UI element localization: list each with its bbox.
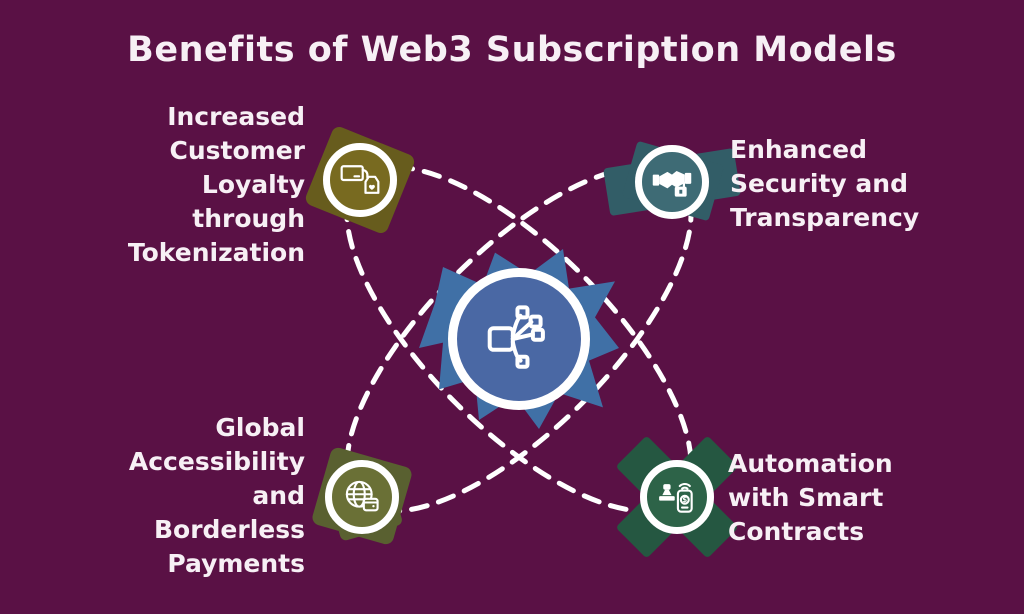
center-hub-circle [448, 268, 590, 410]
network-distribution-icon [487, 305, 545, 369]
page-title: Benefits of Web3 Subscription Models [127, 30, 897, 70]
stamp-smartphone-icon: $ [659, 483, 693, 513]
benefit-label-top-left: Increased Customer Loyalty through Token… [127, 102, 305, 267]
loyalty-card-tag-icon [340, 165, 380, 194]
benefit-circle-top-right [635, 145, 709, 219]
svg-text:$: $ [682, 496, 687, 504]
handshake-padlock-icon [652, 171, 692, 197]
benefit-circle-bottom-right: $ [640, 460, 714, 534]
benefit-label-top-right: Enhanced Security and Transparency [730, 135, 920, 232]
benefit-circle-top-left [323, 143, 397, 217]
benefit-label-bottom-left: Global Accessibility and Borderless Paym… [128, 413, 305, 578]
benefit-label-bottom-right: Automation with Smart Contracts [728, 449, 893, 546]
globe-wallet-icon [345, 480, 379, 512]
benefit-circle-bottom-left [325, 460, 399, 534]
